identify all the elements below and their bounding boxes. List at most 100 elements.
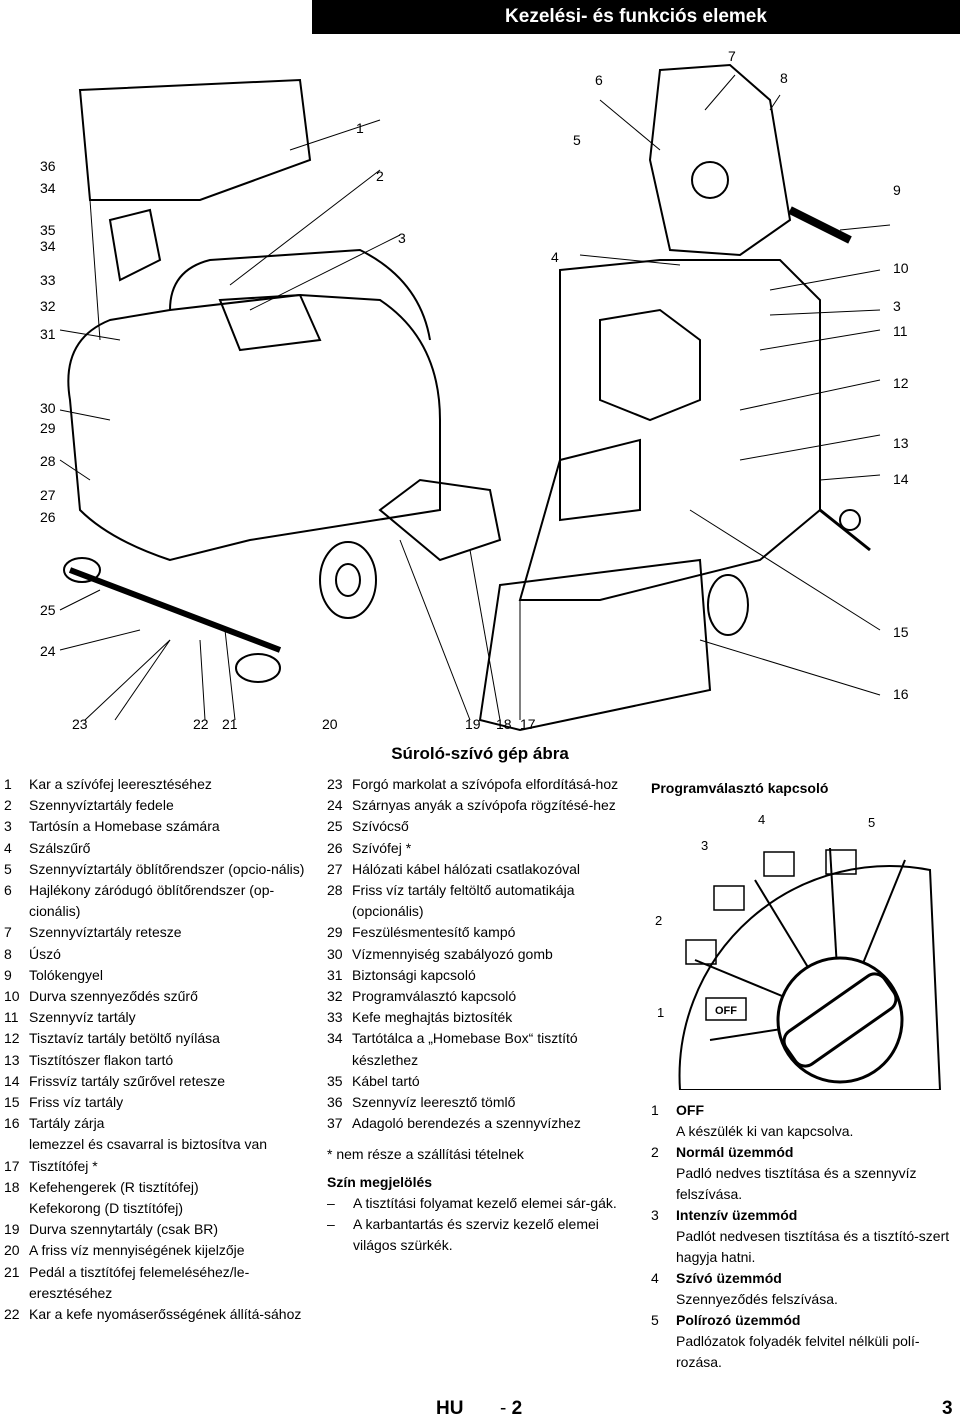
list-item: 10 Durva szennyeződés szűrő <box>4 986 306 1007</box>
callout-19: 19 <box>465 716 481 732</box>
dial-label-1: 1 <box>657 1005 665 1020</box>
list-item: 1 Kar a szívófej leeresztéséhez <box>4 774 306 795</box>
program-dial: OFF <box>678 847 942 1090</box>
list-item-text: Feszülésmentesítő kampó <box>352 924 516 941</box>
callout-5: 5 <box>573 132 581 148</box>
callout-8: 8 <box>780 70 788 86</box>
program-mode-number: 4 <box>651 1270 659 1286</box>
program-mode-description: A készülék ki van kapcsolva. <box>676 1123 854 1139</box>
machine-illustration <box>59 63 891 732</box>
squeegee-shape <box>68 567 282 653</box>
machine-diagram: 36 34 35 34 33 32 31 30 29 28 27 26 25 2… <box>0 40 960 740</box>
left-display-shape <box>218 293 322 352</box>
list-item-number: 16 <box>4 1115 20 1132</box>
list-item-number: 25 <box>327 818 343 835</box>
program-mode-name: Normál üzemmód <box>676 1144 794 1160</box>
list-item-number: 7 <box>4 924 12 941</box>
list-item-text: Szennyvíz leeresztő tömlő <box>352 1094 516 1111</box>
list-item-number: 10 <box>4 988 20 1005</box>
list-item-text: Kefekorong (D tisztítófej) <box>29 1200 184 1217</box>
list-item-number: 19 <box>4 1221 20 1238</box>
list-item-number <box>4 1134 29 1155</box>
list-item-text: Biztonsági kapcsoló <box>352 966 476 983</box>
callout-20: 20 <box>322 716 338 732</box>
list-item-number: 14 <box>4 1072 20 1089</box>
list-item-number: 20 <box>4 1242 20 1259</box>
list-item-text: Vízmennyiség szabályozó gomb <box>352 945 553 962</box>
callout-21: 21 <box>222 716 238 732</box>
left-body-shape <box>67 293 441 562</box>
list-item: 37 Adagoló berendezés a szennyvízhez <box>327 1113 627 1134</box>
list-item: Kefekorong (D tisztítófej) <box>4 1198 306 1219</box>
left-rear-shape <box>378 478 502 562</box>
handle-left-shape <box>108 208 162 282</box>
list-item-number: 33 <box>327 1009 343 1026</box>
callout-4: 4 <box>551 249 559 265</box>
list-item: 25 Szívócső <box>327 816 627 837</box>
list-item-text: Kar a kefe nyomáserősségének állítá-sáho… <box>29 1306 302 1323</box>
program-mode-description: Szennyeződés felszívása. <box>676 1291 838 1307</box>
list-item-number: 37 <box>327 1115 343 1132</box>
asterisk-note: * nem része a szállítási tételnek <box>327 1146 524 1163</box>
list-item-text: Szívócső <box>352 818 409 835</box>
callout-32: 32 <box>40 298 56 314</box>
callout-33: 33 <box>40 272 56 288</box>
list-item-text: Tartály zárja <box>29 1115 105 1132</box>
footer-sheet-number: 3 <box>942 1398 953 1419</box>
left-top-shape <box>169 248 431 341</box>
callout-27: 27 <box>40 487 56 503</box>
color-legend-item: – A tisztítási folyamat kezelő elemei sá… <box>327 1193 627 1214</box>
list-item-number: 21 <box>4 1263 20 1280</box>
callout-25: 25 <box>40 602 56 618</box>
list-item-text: Szálszűrő <box>29 839 91 856</box>
callout-14: 14 <box>893 471 909 487</box>
program-mode-number: 5 <box>651 1312 659 1328</box>
callout-26: 26 <box>40 509 56 525</box>
callout-3: 3 <box>398 230 406 246</box>
header-title: Kezelési- és funkciós elemek <box>505 6 767 27</box>
list-item-number: 35 <box>327 1072 343 1089</box>
program-mode-name: Szívó üzemmód <box>676 1270 782 1286</box>
program-mode-description: Padlót nedvesen tisztítása és a tisztító… <box>676 1228 950 1265</box>
list-item-text: Kefe meghajtás biztosíték <box>352 1009 513 1026</box>
program-mode-name: OFF <box>676 1102 704 1118</box>
callout-11: 11 <box>893 323 908 339</box>
program-mode-number: 3 <box>651 1207 659 1223</box>
page-header: Kezelési- és funkciós elemek <box>312 0 960 34</box>
list-item-number: 11 <box>4 1009 19 1026</box>
dial-label-3: 3 <box>701 838 709 853</box>
list-item-text: Kar a szívófej leeresztéséhez <box>29 776 212 792</box>
list-item-number: 3 <box>4 818 12 835</box>
list-item-number: 8 <box>4 945 12 962</box>
list-item-text: Adagoló berendezés a szennyvízhez <box>352 1115 581 1132</box>
list-item-number: 17 <box>4 1157 20 1174</box>
callout-12: 12 <box>893 375 909 391</box>
callout-10: 10 <box>893 260 909 276</box>
callout-36: 36 <box>40 158 56 174</box>
callout-13: 13 <box>893 435 909 451</box>
list-item-number: 1 <box>4 776 12 792</box>
list-item: 17 Tisztítófej * <box>4 1156 306 1177</box>
list-item-text: Tolókengyel <box>29 966 103 983</box>
list-item-text: Hálózati kábel hálózati csatlakozóval <box>352 860 581 877</box>
program-mode-number: 2 <box>651 1144 659 1160</box>
list-item-number: 6 <box>4 882 12 899</box>
list-item-text: Durva szennyeződés szűrő <box>29 988 198 1005</box>
list-item-text: Tisztítófej * <box>29 1157 98 1174</box>
dial-label-2: 2 <box>655 913 663 928</box>
callout-3b: 3 <box>893 298 901 314</box>
list-item-text: Úszó <box>29 945 61 962</box>
list-item-number: 32 <box>327 988 343 1005</box>
list-item-number: 36 <box>327 1094 343 1111</box>
